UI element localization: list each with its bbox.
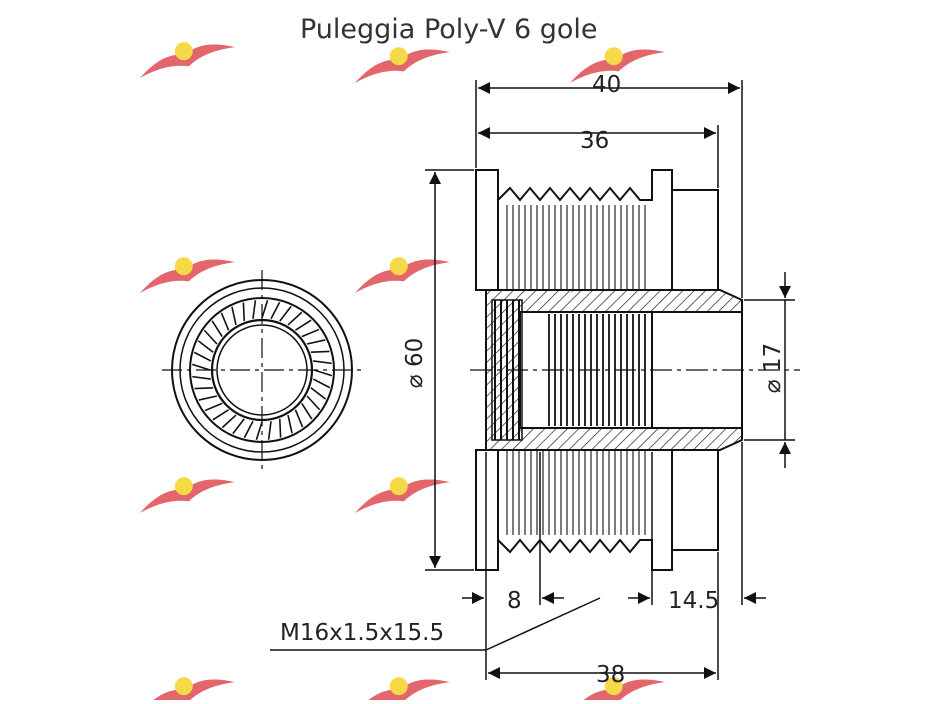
spline-tooth: [194, 386, 214, 390]
spline-tooth: [231, 306, 237, 326]
spline-tooth: [261, 299, 269, 319]
spline-tooth: [255, 421, 263, 441]
dim-thread: M16x1.5x15.5: [280, 620, 445, 646]
watermark-logo: [139, 477, 236, 514]
watermark-logo: [354, 677, 451, 704]
spline-tooth: [306, 339, 326, 345]
dim-diameter: ⌀ 60: [402, 337, 429, 389]
spline-teeth: [191, 299, 333, 441]
spline-tooth: [313, 369, 333, 377]
drawing-title: Puleggia Poly-V 6 gole: [300, 14, 598, 45]
spline-tooth: [301, 402, 313, 420]
spline-tooth: [306, 395, 321, 411]
spline-tooth: [220, 312, 230, 331]
side-view: [470, 169, 800, 571]
spline-tooth: [252, 300, 257, 319]
spline-tooth: [287, 414, 293, 434]
spline-tooth: [212, 409, 230, 421]
watermark-logo: [139, 42, 236, 79]
spline-tooth: [294, 319, 312, 331]
spline-tooth: [221, 414, 237, 429]
spline-tooth: [211, 320, 223, 338]
spline-tooth: [310, 387, 327, 400]
dim-right-segment: 14.5: [668, 588, 720, 614]
watermark-logo: [569, 677, 666, 704]
end-view-bore: [210, 318, 314, 422]
dim-overall-length: 40: [592, 72, 622, 98]
spline-tooth: [204, 402, 223, 412]
watermark-logo: [569, 47, 666, 84]
watermark-logo: [139, 677, 236, 704]
dim-left-segment: 8: [507, 588, 522, 614]
spline-tooth: [191, 363, 211, 371]
spline-tooth: [287, 311, 303, 326]
spline-tooth: [242, 302, 246, 322]
end-view: [162, 270, 362, 470]
watermark-logo: [354, 257, 451, 294]
watermark-logo: [354, 47, 451, 84]
dim-base-length: 38: [596, 662, 626, 688]
spline-tooth: [312, 378, 331, 389]
spline-tooth: [294, 409, 304, 428]
dim-belt-width: 36: [580, 128, 610, 154]
spline-tooth: [192, 375, 211, 380]
watermark-logo: [139, 257, 236, 294]
spline-tooth: [203, 329, 218, 345]
watermark-logo: [354, 477, 451, 514]
spline-tooth: [197, 340, 214, 353]
dimension-lines: [270, 80, 795, 680]
spline-tooth: [270, 301, 281, 320]
dim-bore-diameter: ⌀ 17: [760, 342, 787, 394]
spline-tooth: [198, 395, 218, 401]
spline-tooth: [243, 420, 254, 439]
spline-tooth: [193, 351, 212, 362]
spline-tooth: [279, 305, 292, 322]
spline-tooth: [313, 360, 332, 365]
spline-tooth: [310, 350, 330, 354]
spline-tooth: [232, 418, 245, 435]
spline-tooth: [278, 418, 282, 438]
spline-tooth: [301, 328, 320, 338]
spline-tooth: [267, 421, 272, 440]
